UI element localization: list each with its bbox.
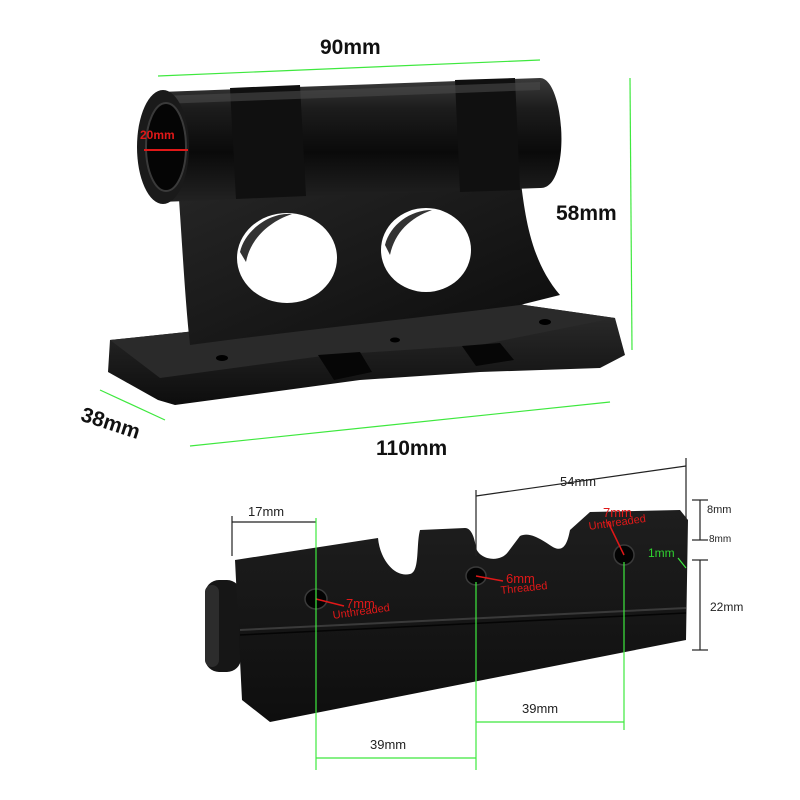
mount-3d-view: [108, 78, 625, 405]
hole-right-size: 7mm: [603, 505, 632, 520]
bore-label: 20mm: [140, 128, 175, 142]
mount-base-notch: [462, 343, 514, 366]
right-bottom-label: 22mm: [710, 600, 744, 614]
tube-bore: [146, 103, 186, 191]
plate-seam: [239, 607, 687, 631]
hole-left-pointer: [315, 598, 345, 607]
mount-base-hole: [216, 355, 228, 361]
left-offset-label: 17mm: [248, 504, 285, 519]
base-length-label: 110mm: [376, 437, 448, 460]
bottom-dimension-lines: [231, 458, 708, 770]
cutout-edge-shade: [385, 210, 432, 255]
plate-tube-highlight: [205, 585, 219, 667]
depth-dimension-line: [99, 389, 166, 421]
hole-spacing-left-label: 39mm: [370, 737, 407, 752]
right-top-label: 8mm: [707, 504, 732, 516]
hole-right-pointer: [607, 521, 625, 556]
mount-base-top: [110, 300, 615, 378]
hole-spacing-right-label: 39mm: [522, 701, 559, 716]
hole-center-size: 6mm: [506, 571, 535, 586]
height-label: 58mm: [556, 202, 617, 225]
center-span-dimension-line: [475, 465, 687, 497]
mount-base-hole: [539, 319, 551, 325]
mount-base-hole: [390, 337, 400, 343]
hole-center-pointer: [475, 575, 504, 582]
right-mid-label: 8mm: [709, 534, 732, 545]
mount-cutout-hole: [381, 208, 471, 292]
tube-highlight: [160, 82, 540, 104]
tube-collar: [455, 78, 520, 192]
inset-label: 1mm: [648, 546, 675, 560]
top-dimension-lines: [99, 59, 633, 447]
plate-body: [235, 510, 688, 722]
mount-cutout-hole: [237, 213, 337, 303]
base-length-dimension-line: [189, 401, 611, 447]
plate-seam-shadow: [239, 612, 687, 636]
inset-indicator: [677, 557, 687, 569]
width-label: 90mm: [320, 36, 381, 59]
center-span-label: 54mm: [560, 474, 597, 489]
mount-base-notch: [318, 352, 372, 380]
tube-collar: [230, 85, 306, 199]
plate-side-view: [205, 510, 688, 722]
cutout-edge-shade: [240, 213, 292, 262]
hole-left-size: 7mm: [346, 596, 375, 611]
width-dimension-line: [157, 59, 541, 77]
tube-bore-rim: [145, 102, 187, 192]
height-dimension-line: [629, 77, 633, 351]
